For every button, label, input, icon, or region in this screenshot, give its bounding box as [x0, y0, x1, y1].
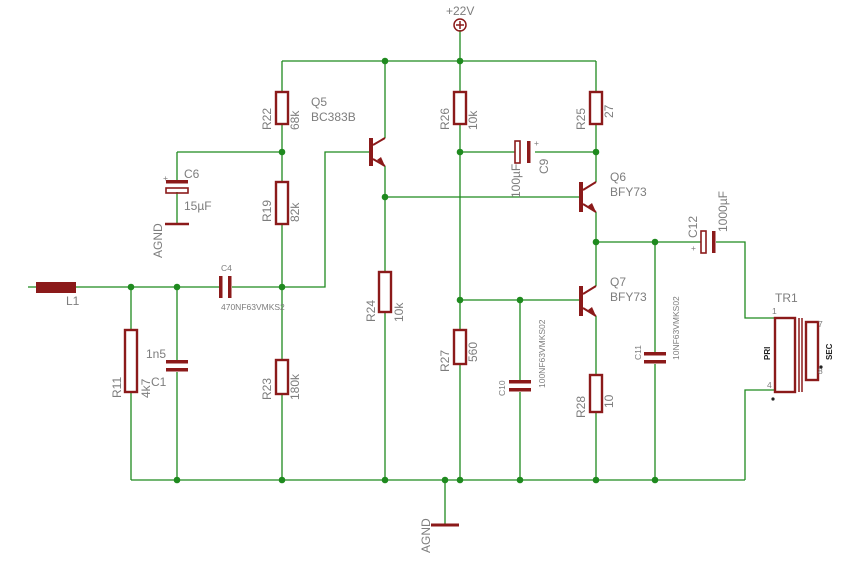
c9-ref: C9: [537, 158, 551, 174]
c6-ref: C6: [184, 167, 200, 181]
c9-value: 100µF: [509, 164, 523, 198]
c12-value: 1000µF: [716, 191, 730, 232]
q6-value: BFY73: [610, 185, 647, 199]
r27-ref: R27: [438, 350, 452, 372]
r23-value: 180k: [288, 373, 302, 400]
c10-value: 100NF63VMKS02: [537, 319, 547, 388]
tr1-pri-label: PRI: [763, 347, 772, 360]
c11-ref: C11: [633, 345, 643, 360]
c1-ref: C1: [151, 375, 167, 389]
resistor-r23: R23 180k: [260, 358, 302, 400]
q7-value: BFY73: [610, 290, 647, 304]
ground-main: AGND: [419, 518, 459, 553]
r23-ref: R23: [260, 378, 274, 400]
tr1-pin4: 4: [767, 380, 772, 390]
transistor-q5: Q5 BC383B: [311, 95, 386, 167]
c10-ref: C10: [497, 380, 507, 396]
transformer-tr1: TR1 1 4 7 8 PRI SEC: [763, 291, 834, 401]
r22-value: 68k: [288, 110, 302, 130]
tr1-pin8: 8: [818, 366, 823, 376]
tr1-pin7: 7: [818, 319, 823, 329]
ground-c6-label: AGND: [151, 223, 165, 258]
c4-ref: C4: [221, 263, 232, 273]
c1-value: 1n5: [146, 347, 166, 361]
q6-ref: Q6: [610, 170, 626, 184]
r11-ref: R11: [110, 377, 124, 398]
c6-value: 15µF: [184, 199, 212, 213]
resistor-r27: R27 560: [438, 328, 480, 372]
capacitor-c10: C10 100NF63VMKS02: [497, 319, 547, 396]
l1-label: L1: [66, 294, 80, 308]
r24-value: 10k: [392, 302, 406, 322]
q5-value: BC383B: [311, 110, 356, 124]
r22-ref: R22: [260, 108, 274, 130]
c6-plus: +: [163, 173, 168, 183]
r24-ref: R24: [364, 300, 378, 322]
capacitor-c4: C4 470NF63VMKS2: [219, 263, 285, 312]
resistor-r19: R19 82k: [260, 180, 302, 226]
capacitor-c11: C11 10NF63VMKS02: [633, 296, 681, 364]
r28-ref: R28: [574, 396, 588, 418]
capacitor-c9: + 100µF C9: [509, 138, 551, 198]
junctions: [127, 57, 659, 484]
transistor-q7: Q7 BFY73: [579, 275, 647, 317]
resistor-r25: R25 27: [574, 90, 616, 130]
r19-value: 82k: [288, 202, 302, 222]
c12-plus: +: [691, 243, 696, 253]
resistor-r22: R22 68k: [260, 90, 302, 130]
capacitor-c12: + C12 1000µF: [686, 191, 730, 254]
tr1-pin1: 1: [772, 306, 777, 316]
resistor-r28: R28 10: [574, 373, 616, 418]
r28-value: 10: [602, 394, 616, 408]
supply-symbol: +22V: [446, 4, 474, 32]
resistor-r11: R11 4k7: [110, 328, 153, 398]
r25-value: 27: [602, 104, 616, 118]
ground-main-label: AGND: [419, 518, 433, 553]
resistor-r26: R26 10k: [438, 90, 480, 130]
c4-value: 470NF63VMKS2: [221, 302, 285, 312]
r11-value: 4k7: [139, 378, 153, 398]
c12-ref: C12: [686, 216, 700, 238]
q5-ref: Q5: [311, 95, 327, 109]
q7-ref: Q7: [610, 275, 626, 289]
resistor-r24: R24 10k: [364, 270, 406, 322]
r19-ref: R19: [260, 200, 274, 222]
capacitor-c1: 1n5 C1: [146, 347, 188, 389]
r26-ref: R26: [438, 108, 452, 130]
r27-value: 560: [466, 342, 480, 362]
inductor-l1: L1: [36, 282, 80, 308]
c11-value: 10NF63VMKS02: [671, 296, 681, 360]
tr1-sec-label: SEC: [825, 343, 834, 360]
wires: [28, 30, 775, 525]
c9-plus: +: [534, 138, 539, 148]
r26-value: 10k: [466, 110, 480, 130]
transistor-q6: Q6 BFY73: [579, 170, 647, 213]
capacitor-c6: + C6 15µF: [163, 167, 212, 213]
r25-ref: R25: [574, 108, 588, 130]
tr1-ref: TR1: [775, 291, 798, 305]
ground-c6: AGND: [151, 222, 189, 258]
supply-label: +22V: [446, 4, 474, 18]
